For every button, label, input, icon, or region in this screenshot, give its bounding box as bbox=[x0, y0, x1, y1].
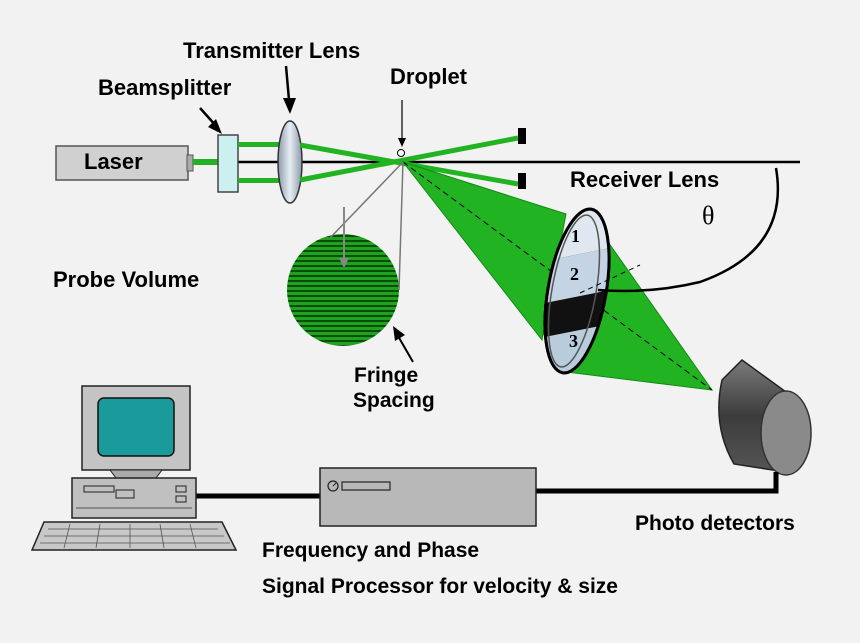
scattering-angle-arc bbox=[597, 167, 780, 293]
upper-beam bbox=[238, 142, 283, 147]
probe-zoom-line-right bbox=[398, 161, 404, 291]
probe-volume-label: Probe Volume bbox=[53, 267, 199, 292]
receiver-region-1: 1 bbox=[571, 226, 580, 246]
photo-detectors bbox=[718, 359, 812, 476]
monitor-stand bbox=[109, 469, 163, 479]
computer bbox=[30, 385, 238, 551]
probe-zoom-line-left bbox=[329, 161, 404, 239]
droplet-arrowhead bbox=[398, 138, 406, 147]
fringe-spacing-arrow bbox=[397, 335, 414, 363]
processor-label-2: Signal Processor for velocity & size bbox=[262, 575, 618, 598]
laser bbox=[55, 145, 194, 181]
receiver-region-2: 2 bbox=[570, 264, 579, 284]
theta-reference-line bbox=[579, 264, 641, 294]
laser-label: Laser bbox=[84, 149, 143, 174]
fringe-spacing-label-1: Fringe bbox=[354, 364, 418, 387]
photo-detectors-label: Photo detectors bbox=[635, 512, 795, 535]
transmitter-lens-label: Transmitter Lens bbox=[183, 38, 360, 63]
droplet-label: Droplet bbox=[390, 64, 468, 89]
processor-label-1: Frequency and Phase bbox=[262, 539, 479, 562]
lower-beam bbox=[238, 178, 283, 183]
monitor-screen bbox=[97, 397, 175, 457]
beamsplitter-label: Beamsplitter bbox=[98, 75, 232, 100]
fringe-pattern bbox=[287, 234, 399, 346]
transmitter-lens bbox=[277, 120, 303, 204]
fringe-spacing-arrowhead bbox=[393, 326, 405, 341]
fringe-spacing-label-2: Spacing bbox=[353, 389, 435, 412]
droplet bbox=[397, 149, 405, 157]
signal-processor bbox=[319, 467, 537, 527]
receiver-region-3: 3 bbox=[569, 331, 578, 351]
transmitter-lens-arrow bbox=[284, 65, 291, 101]
beamsplitter bbox=[217, 134, 239, 193]
theta-symbol: θ bbox=[702, 201, 714, 230]
laser-beam bbox=[193, 159, 218, 165]
transmitter-lens-arrowhead bbox=[283, 98, 296, 114]
lower-beam-stop bbox=[518, 173, 526, 189]
scattered-light-cone bbox=[401, 161, 567, 342]
upper-beam-stop bbox=[518, 128, 526, 144]
receiver-lens-label: Receiver Lens bbox=[570, 167, 719, 192]
beamsplitter-arrowhead bbox=[208, 119, 222, 134]
detector-cable bbox=[536, 472, 779, 494]
fringe-direction-arrowhead bbox=[339, 258, 349, 268]
